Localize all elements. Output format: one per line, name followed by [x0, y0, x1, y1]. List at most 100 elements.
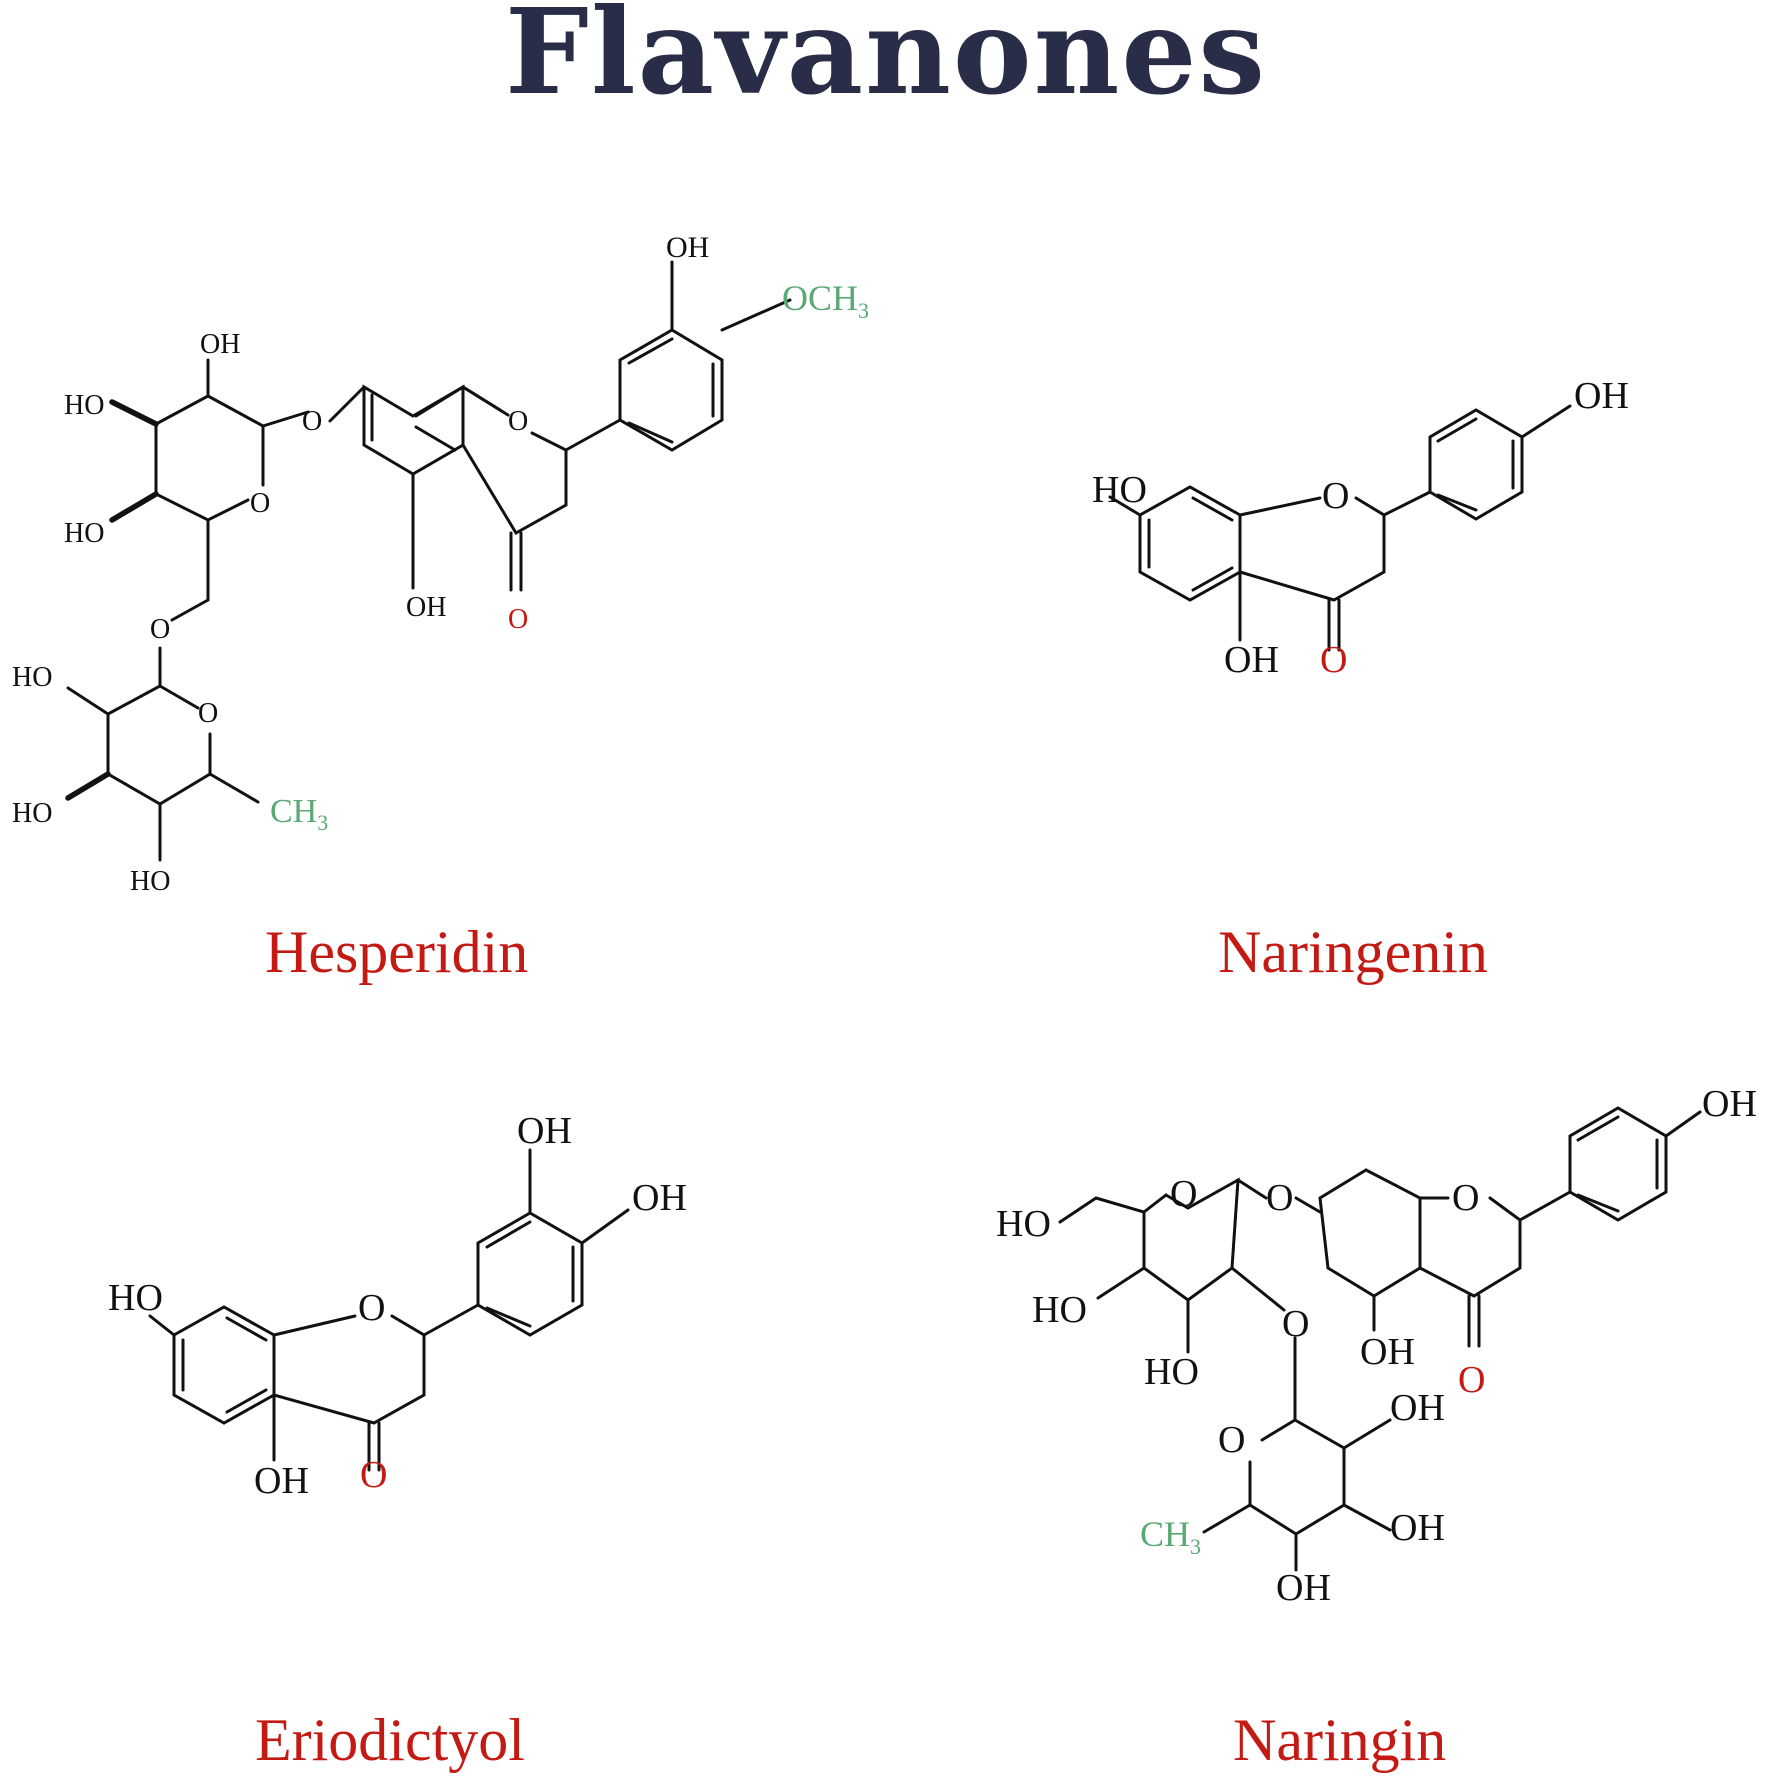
hesperidin-b-ring-double-bond — [627, 337, 674, 365]
naringin-rhamnose-oh-label: OH — [1390, 1387, 1445, 1429]
eriodictyol-bond — [272, 1314, 357, 1337]
hesperidin-link-o-label: O — [150, 614, 170, 645]
hesperidin-rhamnose-ho-label: HO — [12, 798, 52, 829]
eriodictyol-a-ring-double-bond — [225, 1388, 268, 1414]
naringin-glucose-ho-label: HO — [1144, 1351, 1199, 1393]
hesperidin-bond — [158, 684, 200, 710]
hesperidin-sugar-ho-label: HO — [64, 390, 104, 421]
naringenin-carbonyl-o-label: O — [1320, 639, 1347, 681]
naringin-a-ring — [1318, 1168, 1422, 1298]
page-title: Flavanones — [505, 0, 1267, 121]
hesperidin-sugar-ring-o-label: O — [250, 488, 270, 519]
naringenin-a-ring — [1138, 485, 1242, 602]
hesperidin-wedge-bond — [65, 771, 111, 801]
hesperidin-bond — [461, 385, 502, 412]
naringin-rhamnose-oh-label: OH — [1390, 1507, 1445, 1549]
naringenin-b-ring-double-bond — [1436, 417, 1478, 443]
naringenin-bond — [1238, 496, 1322, 517]
eriodictyol-b-ring — [476, 1211, 584, 1337]
naringin-bond — [1058, 1196, 1098, 1224]
naringin-bond — [1202, 1503, 1252, 1534]
eriodictyol-5-oh-label: OH — [254, 1460, 309, 1502]
naringenin-b-ring — [1428, 408, 1524, 521]
naringenin-bond — [1108, 495, 1142, 517]
eriodictyol-ring-o-label: O — [358, 1287, 385, 1329]
hesperidin-rhamnose-ring — [106, 646, 212, 806]
naringenin-ho-label: HO — [1092, 469, 1147, 511]
naringin-bond — [1230, 1266, 1286, 1312]
eriodictyol-bond — [580, 1208, 630, 1245]
naringenin-5-oh-label: OH — [1224, 639, 1279, 681]
eriodictyol-b-ring-double-bond — [485, 1220, 532, 1249]
hesperidin-bond — [261, 410, 310, 428]
naringin-bond — [1260, 1418, 1297, 1442]
naringin-b-ring-double-bond — [1576, 1193, 1620, 1213]
hesperidin-structure: OH OCH3 OH HO O O O HO OH O O HO O HO CH… — [12, 231, 869, 985]
naringin-rhamnose-oh-label: OH — [1276, 1567, 1331, 1609]
naringin-bond — [1096, 1266, 1146, 1300]
naringin-bond — [1518, 1190, 1572, 1222]
naringin-b-ring-double-bond — [1576, 1115, 1620, 1142]
naringin-glucose-ho-label: HO — [1032, 1289, 1087, 1331]
hesperidin-name: Hesperidin — [265, 919, 528, 985]
naringin-bond — [1094, 1196, 1146, 1214]
hesperidin-a-ring-double-bond — [414, 425, 457, 452]
naringin-ring-o-label: O — [1452, 1177, 1479, 1219]
eriodictyol-4p-oh-label: OH — [632, 1177, 687, 1219]
hesperidin-b-ring — [618, 328, 724, 452]
hesperidin-bond — [720, 298, 792, 332]
eriodictyol-ho-label: HO — [108, 1277, 163, 1319]
hesperidin-5-oh-label: OH — [406, 592, 446, 623]
naringin-c-ring — [1418, 1196, 1522, 1298]
naringin-glycosidic-o-label: O — [1266, 1177, 1293, 1219]
naringenin-b-ring-double-bond — [1436, 493, 1478, 512]
hesperidin-bond — [328, 385, 366, 423]
eriodictyol-structure: OH OH HO O OH O Eriodictyol — [108, 1110, 687, 1773]
naringenin-ring-o-label: O — [1322, 475, 1349, 517]
naringin-b-ring — [1568, 1106, 1668, 1222]
naringin-carbonyl-o-label: O — [1458, 1359, 1485, 1401]
eriodictyol-bond — [148, 1314, 176, 1337]
naringin-bond — [1342, 1418, 1392, 1450]
naringin-name: Naringin — [1233, 1707, 1446, 1773]
naringin-bond — [1142, 1193, 1168, 1214]
naringin-bond — [1236, 1178, 1268, 1200]
naringin-rhamnose-ring-o-label: O — [1218, 1419, 1245, 1461]
hesperidin-b-ring-double-bond — [627, 421, 674, 444]
eriodictyol-a-ring-double-bond — [225, 1316, 268, 1342]
hesperidin-ring-o-label: O — [508, 406, 528, 437]
naringenin-name: Naringenin — [1218, 919, 1488, 985]
hesperidin-ch3-label: CH3 — [270, 793, 328, 835]
naringin-ch3-label: CH3 — [1140, 1514, 1201, 1559]
hesperidin-oh-label: OH — [666, 231, 709, 264]
naringin-glucose-ring-o-label: O — [1170, 1173, 1197, 1215]
hesperidin-carbonyl-o-label: O — [508, 604, 528, 635]
hesperidin-wedge-bond — [109, 491, 159, 523]
hesperidin-a-ring — [362, 384, 465, 476]
naringenin-c-ring — [1238, 496, 1386, 602]
eriodictyol-bond — [422, 1303, 480, 1337]
hesperidin-wedge-bond — [109, 399, 159, 427]
eriodictyol-a-ring — [172, 1305, 276, 1425]
naringenin-structure: HO O OH OH O Naringenin — [1092, 375, 1629, 985]
naringin-rhamnose-ring — [1248, 1418, 1346, 1536]
hesperidin-glycosidic-o-label: O — [302, 406, 322, 437]
naringin-bond — [1294, 1196, 1322, 1214]
hesperidin-glucose-ring — [154, 394, 265, 522]
eriodictyol-b-ring-double-bond — [485, 1306, 532, 1328]
naringin-5-oh-label: OH — [1360, 1331, 1415, 1373]
hesperidin-sugar-ho-label: HO — [64, 518, 104, 549]
hesperidin-bond — [208, 772, 260, 804]
eriodictyol-name: Eriodictyol — [255, 1707, 525, 1773]
hesperidin-bond — [66, 686, 110, 716]
naringin-bond — [1664, 1110, 1702, 1138]
eriodictyol-carbonyl-o-label: O — [360, 1454, 387, 1496]
hesperidin-bond — [564, 418, 622, 452]
hesperidin-bond — [414, 385, 465, 418]
hesperidin-rhamnose-ho-label: HO — [12, 662, 52, 693]
naringenin-a-ring-double-bond — [1191, 566, 1234, 592]
eriodictyol-3p-oh-label: OH — [517, 1110, 572, 1152]
naringenin-oh-label: OH — [1574, 375, 1629, 417]
naringenin-bond — [1520, 404, 1572, 439]
